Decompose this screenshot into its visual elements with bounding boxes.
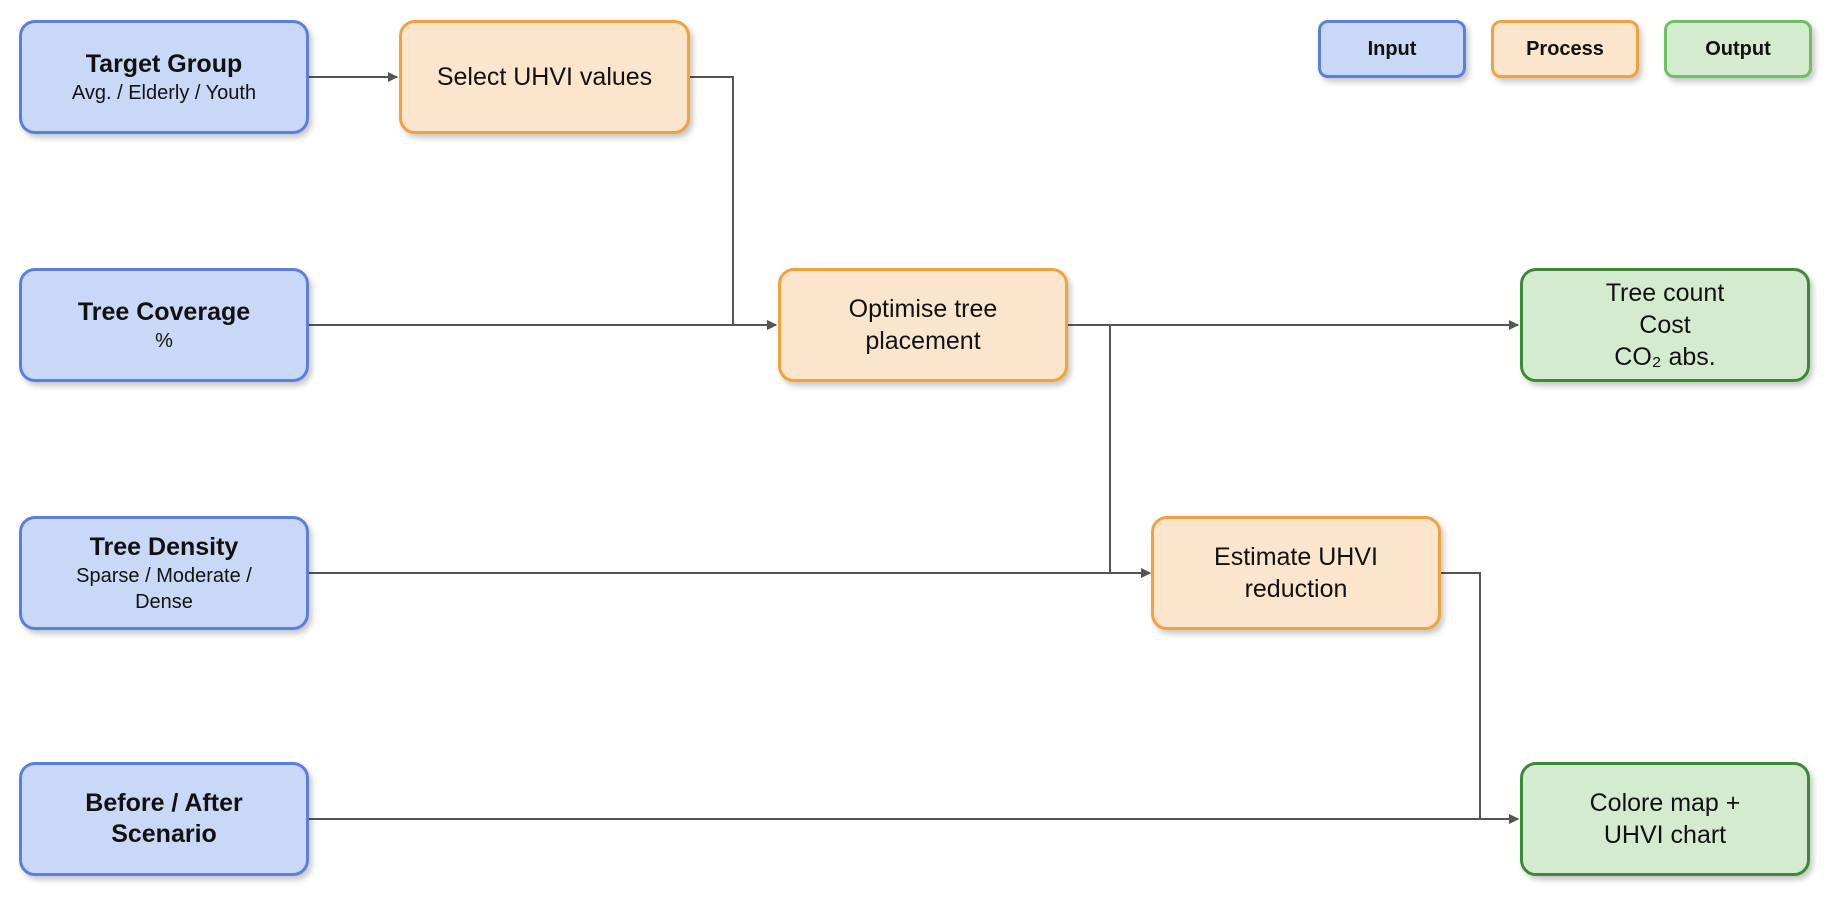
- scenario-node: Before / After Scenario: [19, 762, 309, 876]
- optimise-label-line2: placement: [865, 327, 981, 355]
- tree-density-node: Tree Density Sparse / Moderate / Dense: [19, 516, 309, 630]
- optimise-node: Optimise tree placement: [778, 268, 1068, 382]
- estimate-label-line2: reduction: [1244, 575, 1348, 603]
- edge-optimise-to-estimate: [1068, 324, 1151, 578]
- optimise-label-line1: Optimise tree: [848, 295, 998, 323]
- legend-output: Output: [1664, 20, 1812, 78]
- tree-coverage-subtitle: %: [155, 329, 173, 352]
- map-line1: Colore map +: [1589, 789, 1741, 817]
- target-group-node: Target Group Avg. / Elderly / Youth: [19, 20, 309, 134]
- select-uhvi-label: Select UHVI values: [436, 63, 653, 91]
- tree-density-subtitle-line1: Sparse / Moderate /: [76, 564, 252, 587]
- estimate-label-line1: Estimate UHVI: [1214, 543, 1378, 571]
- metrics-output-node: Tree count Cost CO₂ abs.: [1520, 268, 1810, 382]
- target-group-subtitle: Avg. / Elderly / Youth: [71, 81, 257, 104]
- tree-coverage-title: Tree Coverage: [77, 297, 251, 326]
- metrics-line3: CO₂ abs.: [1614, 343, 1716, 371]
- metrics-line1: Tree count: [1605, 279, 1725, 307]
- legend-input-label: Input: [1367, 37, 1417, 60]
- map-output-node: Colore map + UHVI chart: [1520, 762, 1810, 876]
- target-group-title: Target Group: [85, 49, 243, 78]
- legend-process: Process: [1491, 20, 1639, 78]
- legend-process-label: Process: [1526, 37, 1604, 60]
- estimate-node: Estimate UHVI reduction: [1151, 516, 1441, 630]
- tree-density-title: Tree Density: [89, 532, 239, 561]
- scenario-title-line1: Before / After: [85, 789, 243, 817]
- tree-coverage-node: Tree Coverage %: [19, 268, 309, 382]
- metrics-line2: Cost: [1639, 311, 1691, 339]
- select-uhvi-node: Select UHVI values: [399, 20, 690, 134]
- map-line2: UHVI chart: [1603, 821, 1727, 849]
- legend-output-label: Output: [1705, 37, 1771, 60]
- scenario-title-line2: Scenario: [111, 820, 217, 848]
- edge-estimate-to-map: [1441, 572, 1519, 824]
- tree-density-subtitle-line2: Dense: [135, 590, 193, 613]
- legend-input: Input: [1318, 20, 1466, 78]
- edge-select-uhvi-to-optimise: [690, 76, 777, 330]
